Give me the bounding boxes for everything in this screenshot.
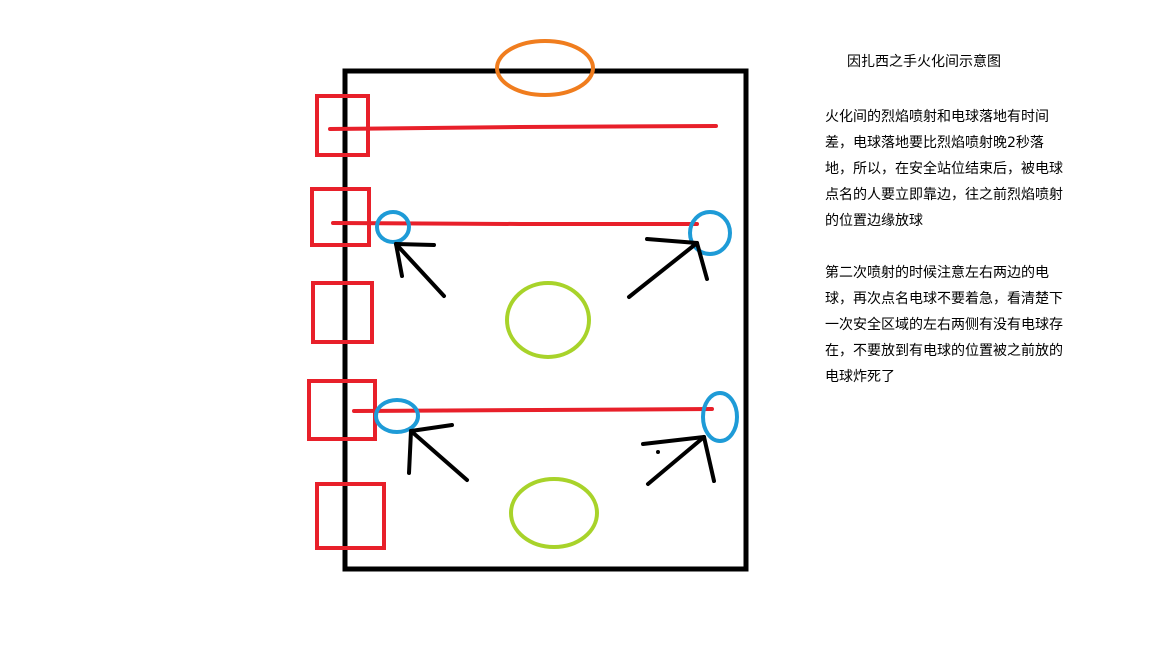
safe-zones [505, 281, 599, 549]
paragraph-line: 火化间的烈焰喷射和电球落地有时间 [825, 109, 1049, 125]
orb-drop-circle [701, 391, 739, 443]
orb-drop-circle [688, 210, 732, 256]
flame-jet-zone [311, 281, 374, 344]
paragraph-line: 一次安全区域的左右两侧有没有电球存 [825, 317, 1063, 333]
orb-drop-circle [375, 210, 411, 244]
explanation-paragraph-1: 火化间的烈焰喷射和电球落地有时间 差，电球落地要比烈焰喷射晚2秒落 地，所以，在… [825, 104, 1100, 234]
paragraph-line: 差，电球落地要比烈焰喷射晚2秒落 [825, 135, 1044, 151]
stray-dot [656, 450, 660, 454]
flame-jet-zone [315, 94, 370, 157]
flame-jet-zone [310, 187, 371, 247]
paragraph-line: 地，所以，在安全站位结束后，被电球 [825, 161, 1063, 177]
paragraph-line: 电球炸死了 [825, 369, 895, 385]
safe-zone-circle [505, 281, 591, 359]
paragraph-line: 球，再次点名电球不要着急，看清楚下 [825, 291, 1063, 307]
flame-jet-line [331, 221, 699, 226]
arrow-up-right [627, 237, 709, 299]
paragraph-line: 点名的人要立即靠边，往之前烈焰喷射 [825, 187, 1063, 203]
safe-zone-circle [509, 477, 599, 549]
flame-jet-line [352, 407, 714, 413]
diagram-title: 因扎西之手火化间示意图 [847, 54, 1001, 70]
orb-drop-circle [374, 398, 420, 434]
flame-jet-lines [328, 124, 718, 413]
paragraph-line: 第二次喷射的时候注意左右两边的电 [825, 265, 1049, 281]
orb-drop-positions [374, 210, 739, 443]
arrow-up-right [641, 435, 716, 486]
paragraph-line: 在，不要放到有电球的位置被之前放的 [825, 343, 1063, 359]
paragraph-line: 的位置边缘放球 [825, 213, 923, 229]
flame-jet-zones [307, 94, 386, 550]
flame-jet-line [328, 124, 718, 131]
room-outline [342, 68, 749, 572]
flame-jet-zone [315, 482, 386, 550]
entrance-ellipse [495, 39, 595, 97]
arrow-up-left [407, 423, 469, 482]
arrow-up-left [394, 242, 446, 298]
explanation-paragraph-2: 第二次喷射的时候注意左右两边的电 球，再次点名电球不要着急，看清楚下 一次安全区… [825, 260, 1100, 390]
movement-arrows [394, 237, 716, 486]
